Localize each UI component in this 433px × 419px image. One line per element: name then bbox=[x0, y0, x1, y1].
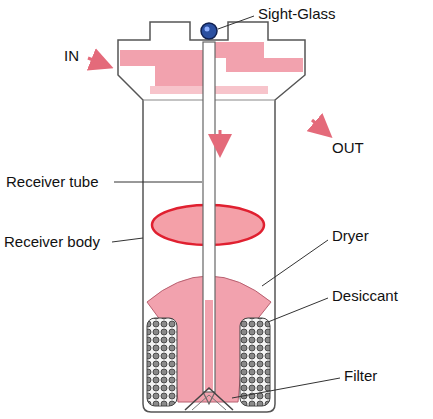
part-label: Desiccant bbox=[332, 288, 398, 305]
part-label: Filter bbox=[344, 368, 377, 385]
part-label: OUT bbox=[332, 140, 364, 157]
part-label: Receiver tube bbox=[6, 174, 99, 191]
part-label: Receiver body bbox=[4, 234, 100, 251]
part-label: Sight-Glass bbox=[258, 6, 336, 23]
part-label: Dryer bbox=[332, 228, 369, 245]
part-label: IN bbox=[64, 48, 79, 65]
